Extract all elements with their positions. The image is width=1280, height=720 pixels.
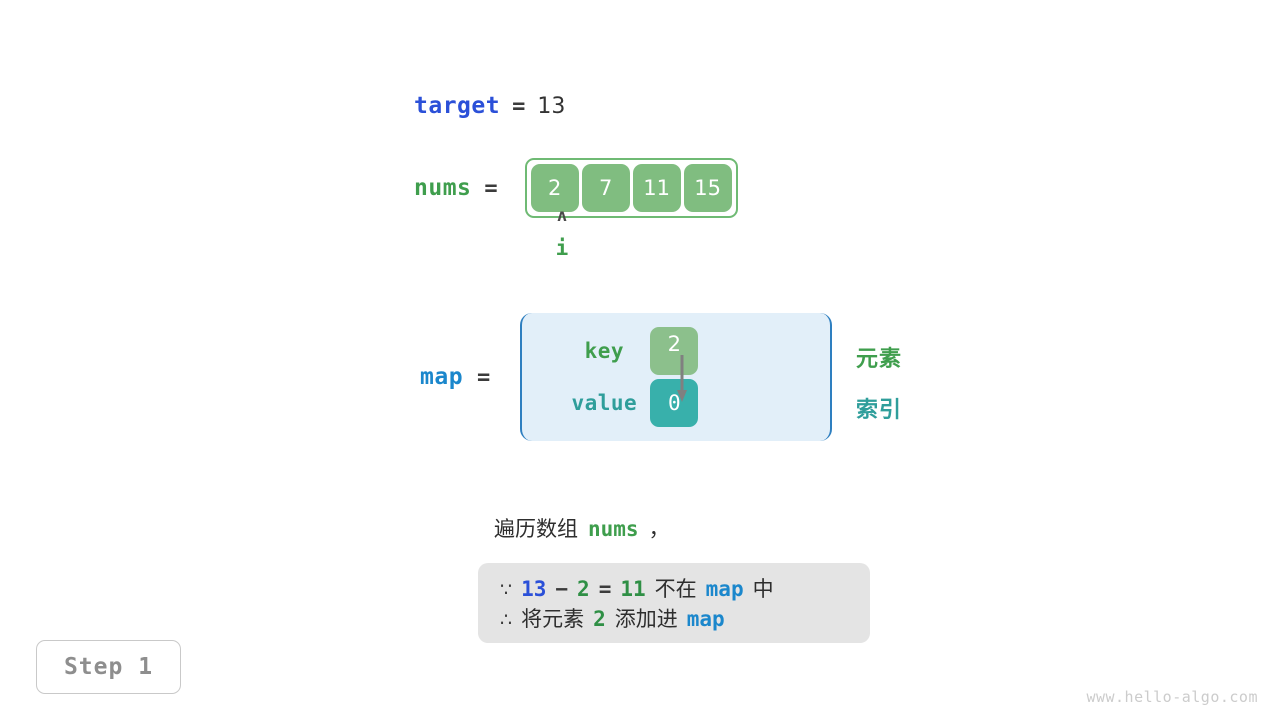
reason-text-add-into: 添加进 <box>614 607 678 631</box>
target-value: 13 <box>537 94 566 119</box>
map-declaration: map = key 2 value 0 <box>420 313 833 441</box>
annotation-element: 元素 <box>856 347 903 372</box>
watermark: www.hello-algo.com <box>1086 688 1258 706</box>
nums-variable-name: nums <box>414 175 472 201</box>
map-container: key 2 value 0 <box>520 313 833 441</box>
reason-text-not-in: 不在 <box>654 577 697 601</box>
index-pointer-group: ʌ i <box>538 208 586 259</box>
map-value-row: value 0 <box>558 379 699 427</box>
array-cell: 11 <box>632 164 681 212</box>
map-equals-sign: = <box>477 364 491 390</box>
narration-line: 遍历数组 nums ， <box>494 513 670 543</box>
reasoning-box: ∵ 13 − 2 = 11 不在 map 中 ∴ 将元素 2 添加进 map <box>478 563 870 643</box>
reason-added-element: 2 <box>593 607 606 631</box>
annotation-index: 索引 <box>856 398 903 423</box>
index-pointer-label: i <box>555 236 569 260</box>
caret-up-icon: ʌ <box>556 206 568 226</box>
reason-complement-value: 11 <box>620 577 646 601</box>
reason-current-element: 2 <box>577 577 590 601</box>
narration-prefix: 遍历数组 <box>494 517 578 541</box>
reason-equals-operator: = <box>598 577 612 601</box>
array-container: 2 7 11 15 <box>524 158 738 218</box>
nums-declaration: nums = 2 7 11 15 <box>414 158 738 218</box>
reason-target-value: 13 <box>521 577 547 601</box>
target-declaration: target = 13 <box>414 93 565 119</box>
map-value-label: value <box>571 391 638 415</box>
reason-minus-operator: − <box>555 577 569 601</box>
target-equals-sign: = <box>512 94 526 119</box>
narration-keyword-nums: nums <box>588 517 639 541</box>
therefore-symbol: ∴ <box>500 609 513 631</box>
map-value-cell: 0 <box>650 379 699 427</box>
reason-map-keyword: map <box>686 607 725 631</box>
reason-map-keyword: map <box>705 577 744 601</box>
array-cell: 15 <box>683 164 732 212</box>
map-key-label: key <box>584 339 625 363</box>
map-key-cell: 2 <box>650 327 699 375</box>
narration-suffix: ， <box>648 517 670 541</box>
array-cell: 2 <box>530 164 579 212</box>
reasoning-line-1: ∵ 13 − 2 = 11 不在 map 中 <box>500 573 848 603</box>
nums-equals-sign: = <box>484 175 498 201</box>
target-variable-name: target <box>414 93 501 119</box>
reason-text-add-element: 将元素 <box>521 607 585 631</box>
step-badge: Step 1 <box>36 640 181 694</box>
reason-text-in: 中 <box>752 577 774 601</box>
array-cell: 7 <box>581 164 630 212</box>
reasoning-line-2: ∴ 将元素 2 添加进 map <box>500 603 848 633</box>
because-symbol: ∵ <box>500 579 513 601</box>
map-variable-name: map <box>420 364 464 390</box>
map-key-row: key 2 <box>558 327 699 375</box>
